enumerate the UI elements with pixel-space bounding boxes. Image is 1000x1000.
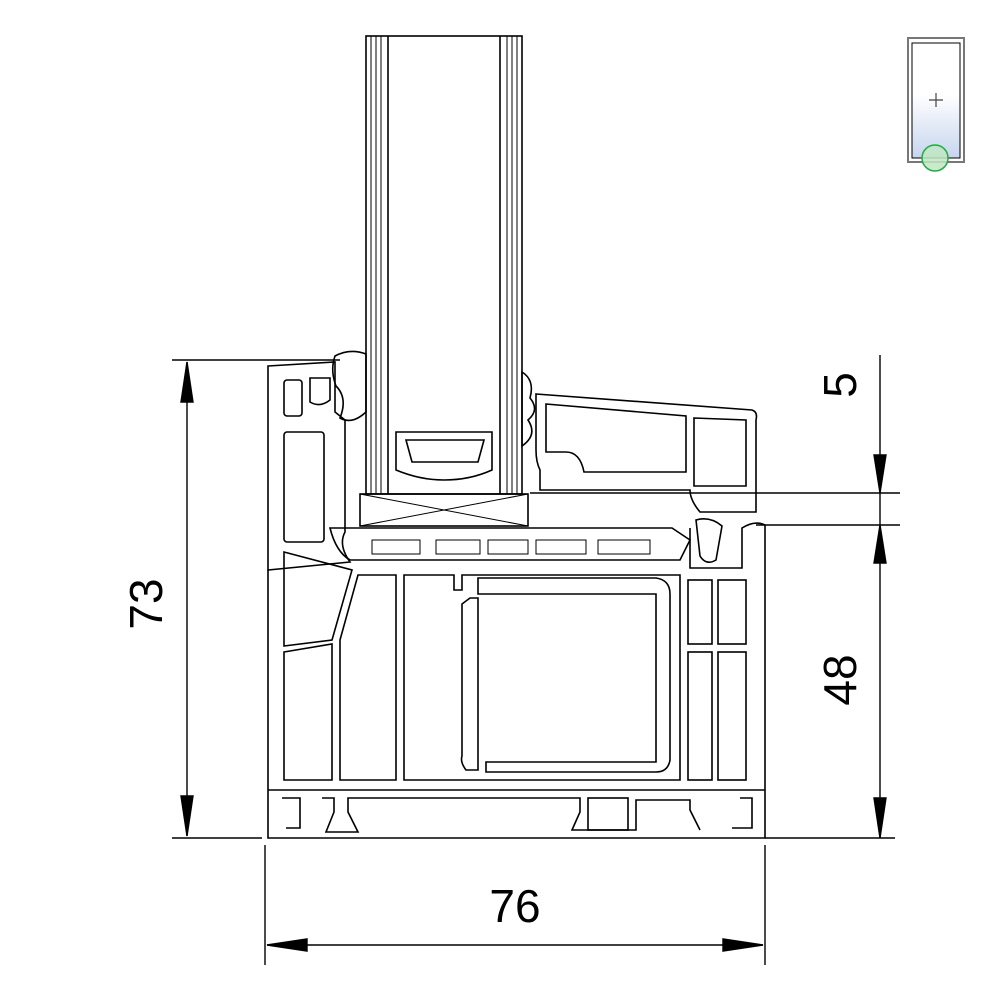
glazing-bead: [535, 393, 758, 513]
window-section-marker-icon[interactable]: [907, 37, 965, 172]
frame-profile: [267, 361, 766, 839]
dimension-lines: [172, 355, 900, 965]
glazing-unit: [359, 35, 529, 527]
dimension-overall-height: 73: [120, 578, 172, 629]
dimension-sash-height: 48: [814, 654, 866, 705]
inner-gasket: [521, 370, 536, 448]
dimension-overlap: 5: [814, 372, 866, 398]
dimension-overall-width: 76: [489, 880, 540, 932]
outer-gasket: [331, 350, 367, 422]
